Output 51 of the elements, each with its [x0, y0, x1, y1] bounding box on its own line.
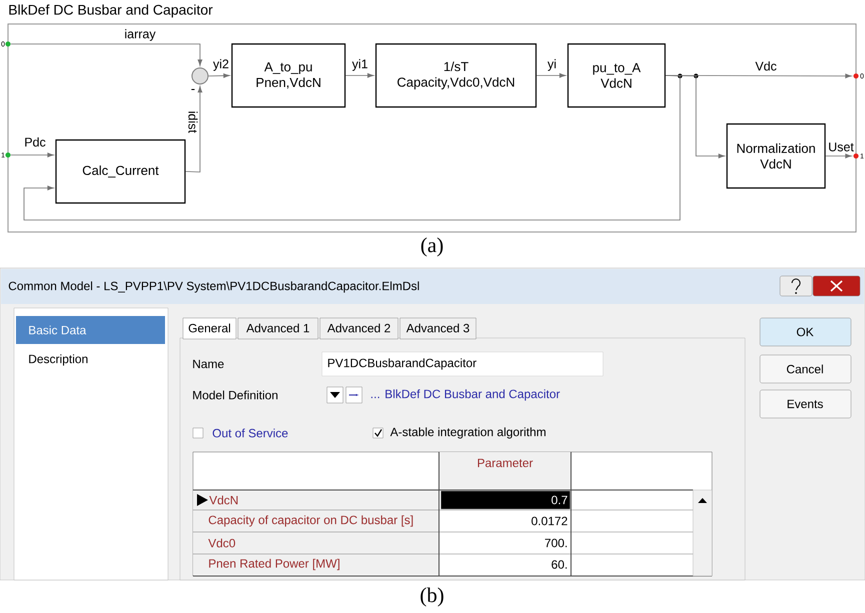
signal-label: iarray	[123, 28, 157, 42]
figure-caption: (a)	[421, 237, 443, 257]
minus-sign: -	[191, 89, 195, 90]
node-label: BlkDef DC Busbar and Capacitor	[9, 4, 213, 18]
table-cell: 60.	[552, 560, 567, 569]
table-cell: Capacity of capacitor on DC busbar [s]	[193, 510, 439, 532]
block-box: 1/sT Capacity,Vdc0,VdcN	[375, 43, 537, 108]
definition-link: ... BlkDef DC Busbar and Capacitor	[371, 389, 560, 401]
table-cell: 0.0172	[532, 516, 568, 526]
signal-label: idist	[187, 110, 199, 134]
arrow	[24, 75, 680, 220]
sidebar-item: Basic Data	[16, 316, 165, 344]
arrow	[825, 154, 852, 158]
field-label: Model Definition	[193, 390, 278, 400]
table-cell: VdcN	[193, 490, 439, 510]
ok-button: OK	[760, 318, 852, 346]
block-box: Normalization VdcN	[726, 123, 826, 189]
tab: General	[182, 318, 236, 340]
block-box: Calc_Current	[55, 139, 186, 204]
table-cell: Pnen Rated Power [MW]	[193, 554, 439, 575]
tab: Advanced 2	[320, 318, 398, 340]
checkbox-label: A-stable integration algorithm	[372, 427, 546, 439]
figure-caption: (b)	[420, 587, 444, 607]
arrow	[185, 86, 202, 172]
signal-label: yi	[546, 58, 558, 72]
events-button: Events	[760, 390, 852, 418]
field-label: Name	[193, 360, 224, 368]
sidebar-item: Description	[29, 354, 88, 366]
arrow	[536, 73, 566, 78]
block-box: pu_to_A VdcN	[567, 43, 666, 108]
signal-label: Uset	[827, 142, 855, 152]
signal-label: Vdc	[754, 60, 778, 72]
arrow	[208, 73, 230, 78]
signal-label: yi1	[351, 58, 369, 72]
signal-label: yi2	[212, 58, 230, 72]
table-cell: Vdc0	[193, 532, 439, 554]
block-box: A_to_pu Pnen,VdcN	[231, 43, 346, 108]
input-field: PV1DCBusbarandCapacitor	[322, 352, 604, 376]
table-cell: 0.7	[440, 490, 570, 510]
table-cell: 700.	[545, 538, 567, 548]
tab: Advanced 3	[400, 318, 476, 340]
arrow	[345, 73, 374, 78]
summation-circle	[192, 68, 208, 84]
cancel-button: Cancel	[760, 354, 852, 384]
window-title: Common Model - LS_PVPP1\PV System\PV1DCBusbarandCapacitor.ElmDsl	[1, 269, 864, 304]
signal-label: Pdc	[23, 136, 47, 148]
column-header: Parameter	[439, 452, 571, 490]
arrow	[10, 44, 202, 66]
checkbox-label: Out of Service	[192, 428, 288, 438]
tab: Advanced 1	[238, 318, 318, 340]
arrow	[10, 152, 54, 158]
